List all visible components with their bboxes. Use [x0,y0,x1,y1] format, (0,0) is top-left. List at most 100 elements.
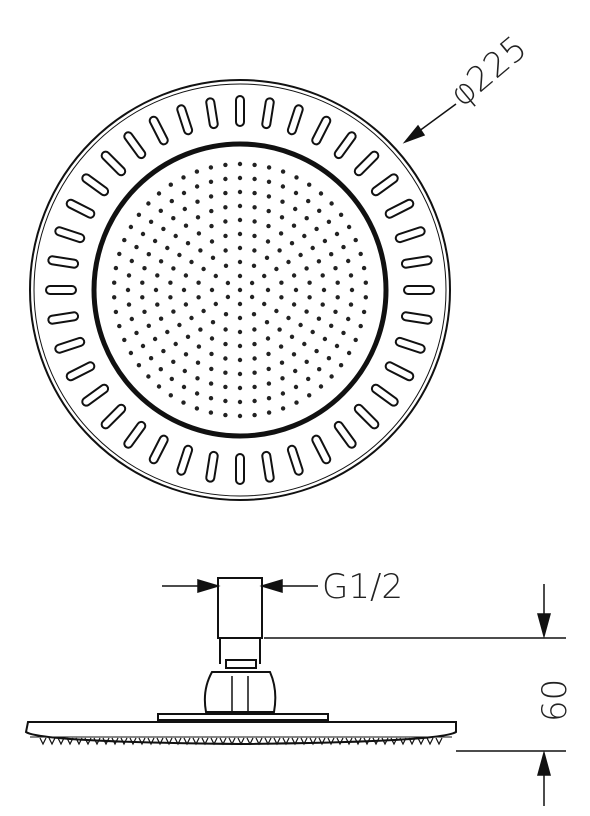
outer-rim [29,79,451,501]
nozzle-profile [345,737,353,746]
nozzle-profile [39,737,47,746]
nozzle-dot [280,406,286,411]
nozzle-dot [146,201,151,206]
nozzle-dot [177,322,182,328]
nozzle-dot [353,337,358,343]
rim-slot [311,434,332,465]
nozzle-dot [266,223,271,229]
nozzle-profile [390,737,398,746]
nozzle-dot [237,301,243,307]
nozzle-dot [213,301,218,307]
nozzle-dot [361,309,367,315]
nozzle-dot [196,295,201,300]
nozzle-dot [237,343,243,349]
nozzle-dot [264,255,270,260]
nozzle-profile [363,737,371,746]
nozzle-dot [291,223,297,228]
nozzle-dot [213,273,218,279]
nozzle-profile [165,737,173,746]
nozzle-dot [318,384,324,389]
nozzle-dot [291,352,297,357]
nozzle-dot [278,344,284,349]
nozzle-dot [334,343,340,349]
nozzle-profile [327,737,335,746]
nozzle-profile-row [39,737,443,746]
nozzle-dot [195,215,201,220]
nozzle-dot [237,329,243,335]
nozzle-dot [134,244,139,250]
height-dimension [264,584,566,806]
nozzle-dots [112,161,368,419]
nozzle-dot [333,309,338,314]
nozzle-dot [252,205,257,210]
nozzle-dot [310,329,315,335]
nozzle-dot [146,323,151,328]
nozzle-dot [346,224,352,230]
nozzle-dot [274,308,279,314]
nozzle-dot [165,329,170,335]
nozzle-profile [138,737,146,746]
rim-slot [235,453,245,485]
nozzle-profile [84,737,92,746]
nozzle-profile [273,737,281,746]
nozzle-dot [346,258,351,264]
nozzle-dot [237,413,243,419]
nozzle-dot [129,316,134,322]
nozzle-dot [237,287,243,293]
nozzle-dot [168,280,173,285]
nozzle-dot [171,309,176,314]
nozzle-dot [274,266,279,272]
nozzle-dot [181,287,187,293]
nozzle-profile [93,737,101,746]
nozzle-dot [237,357,243,363]
nozzle-dot [173,233,178,239]
nozzle-dot [326,356,332,361]
nozzle-dot [237,371,243,377]
side-view [24,577,457,746]
nozzle-dot [128,224,134,230]
nozzle-dot [237,189,243,195]
nozzle-dot [126,302,132,307]
nozzle-dot [298,252,303,258]
nozzle-dot [322,336,328,342]
nozzle-dot [198,248,203,253]
nozzle-dot [353,237,358,243]
nozzle-dot [329,201,334,206]
nozzle-dot [322,238,328,244]
rim-slot [45,285,77,295]
nozzle-dot [338,363,344,368]
nozzle-profile [111,737,119,746]
nozzle-dot [181,175,186,180]
nozzle-profile [399,737,407,746]
nozzle-dot [237,231,243,237]
nozzle-dot [237,161,243,167]
nozzle-dot [293,368,298,374]
nozzle-dot [265,336,271,341]
nozzle-dot [158,259,164,264]
nozzle-dot [223,384,228,390]
nozzle-dot [148,219,154,224]
nozzle-dot [293,190,299,196]
nozzle-dot [266,165,272,170]
outer-rim-inner-line [33,83,447,497]
rim-slot [384,361,415,382]
nozzle-profile [192,737,200,746]
nozzle-dot [237,385,243,391]
rim-slot [176,104,194,136]
nozzle-dot [183,223,189,228]
rim-slot [403,285,435,295]
nozzle-dot [146,252,151,257]
rim-slot [286,444,304,476]
nozzle-dot [223,327,228,332]
nozzle-dot [122,337,127,343]
rim-slot [400,255,433,269]
nozzle-dot [252,384,257,390]
nozzle-dot [265,287,271,293]
nozzle-dot [266,381,272,386]
nozzle-profile [174,737,182,746]
rim-slot [148,115,169,146]
nozzle-dot [278,231,284,236]
rim-slot [81,383,110,407]
nozzle-dot [280,391,286,396]
nozzle-profile [75,737,83,746]
